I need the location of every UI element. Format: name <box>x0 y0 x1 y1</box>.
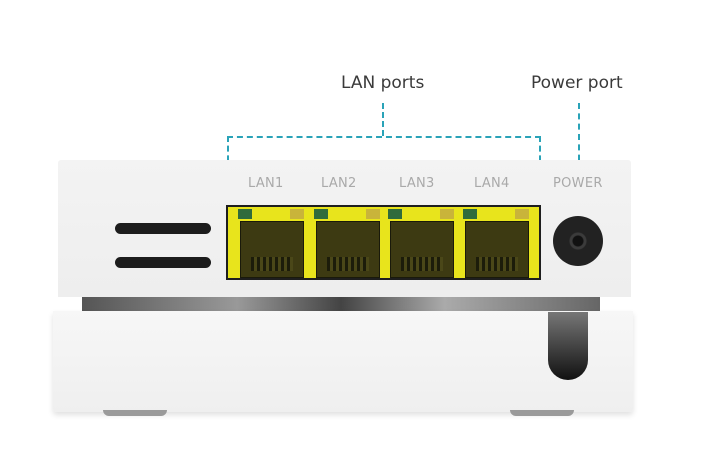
lan1-link-led <box>238 209 252 219</box>
lan1-activity-led <box>290 209 304 219</box>
lan3-port[interactable] <box>390 221 454 278</box>
port-label-lan4: LAN4 <box>474 176 510 191</box>
lan4-activity-led <box>515 209 529 219</box>
lan3-link-led <box>388 209 402 219</box>
router-latch <box>548 312 588 380</box>
lan4-port[interactable] <box>465 221 529 278</box>
lan2-link-led <box>314 209 328 219</box>
port-label-lan1: LAN1 <box>248 176 284 191</box>
router-foot-left <box>103 410 167 416</box>
port-label-lan2: LAN2 <box>321 176 357 191</box>
lan-callout-left-leg <box>227 136 229 171</box>
lan1-port[interactable] <box>240 221 304 278</box>
vent-slot-top <box>115 223 211 234</box>
lan4-link-led <box>463 209 477 219</box>
router-base <box>53 311 633 412</box>
router-foot-right <box>510 410 574 416</box>
lan1-pins <box>251 257 293 271</box>
lan2-port[interactable] <box>316 221 380 278</box>
power-jack[interactable] <box>553 216 603 266</box>
lan-callout-right-leg <box>539 136 541 171</box>
vent-slot-bottom <box>115 257 211 268</box>
lan-port-block <box>226 205 541 280</box>
lan3-pins <box>401 257 443 271</box>
port-label-power: POWER <box>553 176 603 191</box>
router-seam <box>82 297 600 311</box>
power-callout-line <box>578 103 580 171</box>
lan2-pins <box>327 257 369 271</box>
port-label-lan3: LAN3 <box>399 176 435 191</box>
lan4-pins <box>476 257 518 271</box>
lan2-activity-led <box>366 209 380 219</box>
lan-ports-callout: LAN ports <box>341 73 425 93</box>
lan3-activity-led <box>440 209 454 219</box>
lan-callout-bracket <box>227 136 541 138</box>
lan-callout-stem <box>382 103 384 136</box>
power-port-callout: Power port <box>531 73 623 93</box>
